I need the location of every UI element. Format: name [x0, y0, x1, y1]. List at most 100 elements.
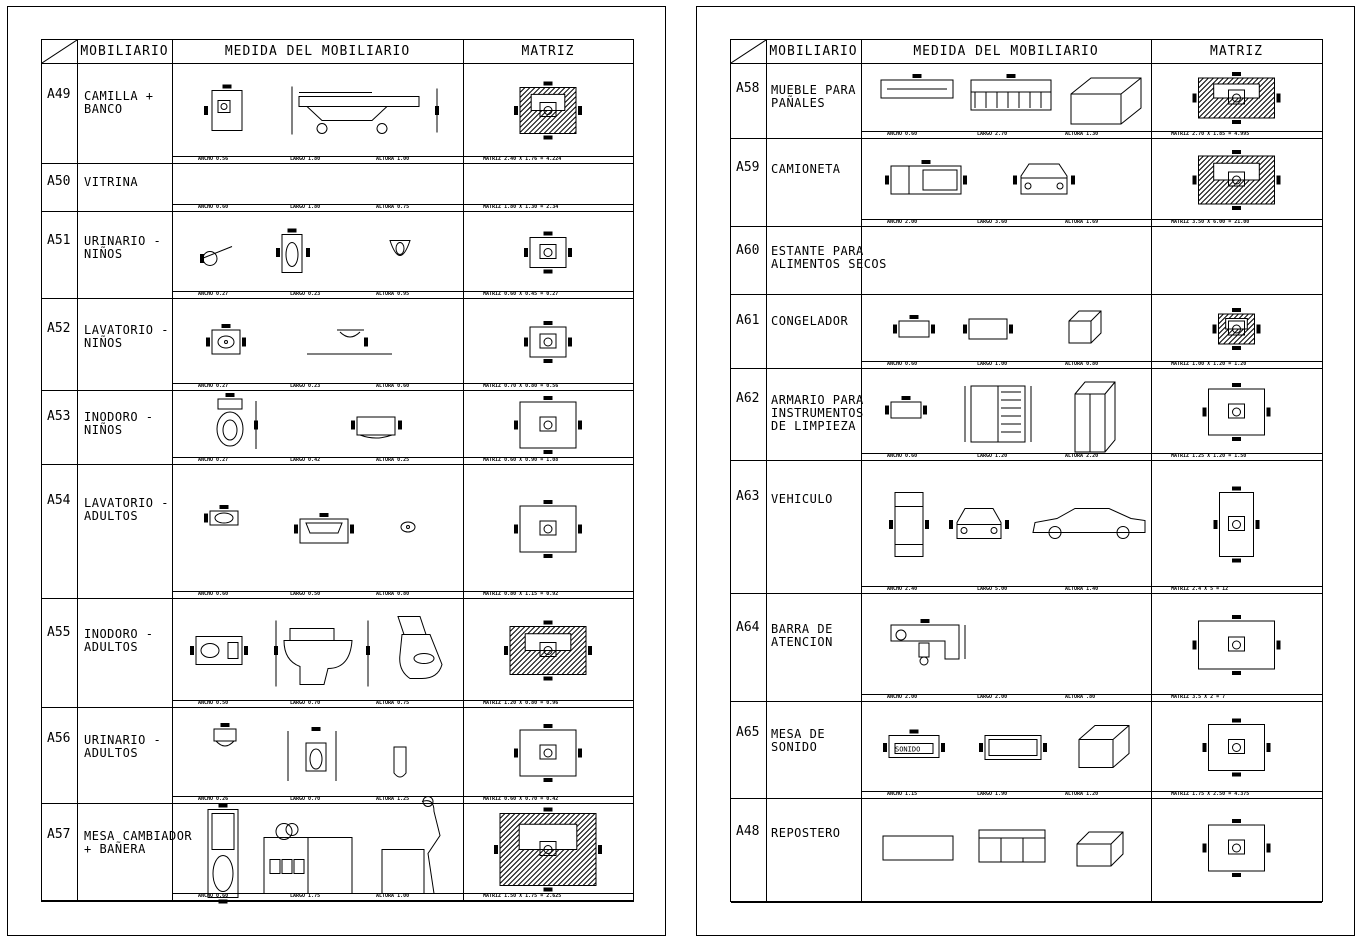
matriz-label: MATRIZ 2.70 X 1.85 = 4.995 [1171, 131, 1250, 137]
ancho-label: ANCHO 0.27 [198, 457, 229, 463]
matriz-label: MATRIZ 0.60 X 0.45 = 0.27 [483, 291, 559, 297]
altura-label: ALTURA 1.40 [1065, 586, 1099, 592]
item-code: A65 [736, 725, 760, 741]
largo-label: LARGO 0.70 [290, 700, 321, 706]
matrix-drawing [463, 599, 633, 708]
header-diagonal [42, 40, 77, 63]
item-code: A58 [736, 81, 760, 97]
item-code: A57 [47, 827, 71, 843]
furniture-drawing [172, 708, 463, 804]
column-divider [77, 40, 78, 901]
header-matriz: MATRIZ [521, 44, 575, 59]
column-divider [1151, 40, 1152, 901]
item-code: A63 [736, 489, 760, 504]
furniture-drawing [172, 63, 463, 164]
header-medida: MEDIDA DEL MOBILIARIO [913, 44, 1099, 59]
item-name: LAVATORIO - NIÑOS [84, 322, 169, 350]
furniture-drawing [172, 391, 463, 465]
item-code: A50 [47, 174, 71, 189]
matriz-label: MATRIZ 0.70 X 0.80 = 0.56 [483, 383, 559, 389]
matrix-drawing [463, 212, 633, 299]
ancho-label: ANCHO 0.60 [198, 591, 229, 597]
item-name: MESA DE SONIDO [771, 727, 826, 755]
matriz-label: MATRIZ 3.50 X 6.00 = 21.00 [1171, 219, 1250, 225]
altura-label: ALTURA 1.69 [1065, 219, 1099, 225]
header-diagonal [731, 40, 766, 63]
largo-label: LARGO 0.70 [290, 796, 321, 802]
largo-label: LARGO 1.20 [977, 453, 1008, 459]
matriz-label: MATRIZ 2.4 X 5 = 12 [1171, 586, 1229, 592]
altura-label: ALTURA .80 [1065, 694, 1096, 700]
ancho-label: ANCHO 0.27 [198, 291, 229, 297]
item-name: URINARIO - ADULTOS [84, 732, 162, 760]
largo-label: LARGO 1.80 [290, 156, 321, 162]
table-header: MOBILIARIO MEDIDA DEL MOBILIARIO MATRIZ [731, 40, 1322, 64]
largo-label: LARGO 0.50 [290, 591, 321, 597]
matriz-label: MATRIZ 1.25 X 1.20 = 1.50 [1171, 453, 1247, 459]
item-name: LAVATORIO - ADULTOS [84, 496, 169, 523]
header-medida: MEDIDA DEL MOBILIARIO [224, 44, 411, 59]
item-code: A61 [736, 312, 760, 328]
matriz-label: MATRIZ 0.60 X 0.70 = 0.42 [483, 796, 559, 802]
furniture-drawing [172, 212, 463, 299]
item-code: A55 [47, 625, 71, 641]
matrix-drawing [1151, 702, 1322, 799]
matriz-label: MATRIZ 0.60 X 0.90 = 1.08 [483, 457, 559, 463]
furniture-drawing: SONIDO [861, 702, 1151, 799]
matrix-drawing [463, 391, 633, 465]
largo-label: LARGO 1.80 [290, 204, 321, 210]
furniture-table-left: MOBILIARIO MEDIDA DEL MOBILIARIO MATRIZ … [41, 39, 634, 902]
largo-label: LARGO 1.75 [290, 893, 321, 899]
furniture-drawing [861, 461, 1151, 594]
item-name: VITRINA [84, 175, 139, 189]
altura-label: ALTURA 0.25 [376, 457, 410, 463]
item-name: REPOSTERO [771, 826, 841, 841]
furniture-drawing [172, 599, 463, 708]
item-code: A52 [47, 321, 71, 337]
matrix-drawing [1151, 295, 1322, 369]
matriz-label: MATRIZ 1.20 X 0.80 = 0.96 [483, 700, 559, 706]
item-code: A62 [736, 391, 760, 407]
largo-label: LARGO 2.70 [977, 131, 1008, 137]
furniture-drawing [172, 465, 463, 599]
altura-label: ALTURA 1.00 [376, 156, 410, 162]
matrix-drawing [1151, 461, 1322, 594]
matrix-drawing [463, 465, 633, 599]
matriz-label: MATRIZ 3.5 X 2 = 7 [1171, 694, 1226, 700]
altura-label: ALTURA 1.00 [376, 893, 410, 899]
item-name: VEHICULO [771, 492, 833, 506]
item-name: MESA CAMBIADOR + BAÑERA [84, 829, 193, 857]
item-code: A49 [47, 87, 71, 103]
furniture-table-right: MOBILIARIO MEDIDA DEL MOBILIARIO MATRIZ … [730, 39, 1323, 903]
matrix-drawing [463, 804, 633, 901]
furniture-drawing [861, 139, 1151, 227]
altura-label: ALTURA 0.80 [376, 591, 410, 597]
column-divider [172, 40, 173, 901]
header-mobiliario: MOBILIARIO [80, 44, 169, 59]
item-name: CAMILLA + BANCO [84, 89, 154, 117]
altura-label: ALTURA 1.25 [376, 796, 410, 802]
largo-label: LARGO 5.00 [977, 586, 1008, 592]
item-name: ESTANTE PARA ALIMENTOS SECOS [771, 244, 887, 272]
